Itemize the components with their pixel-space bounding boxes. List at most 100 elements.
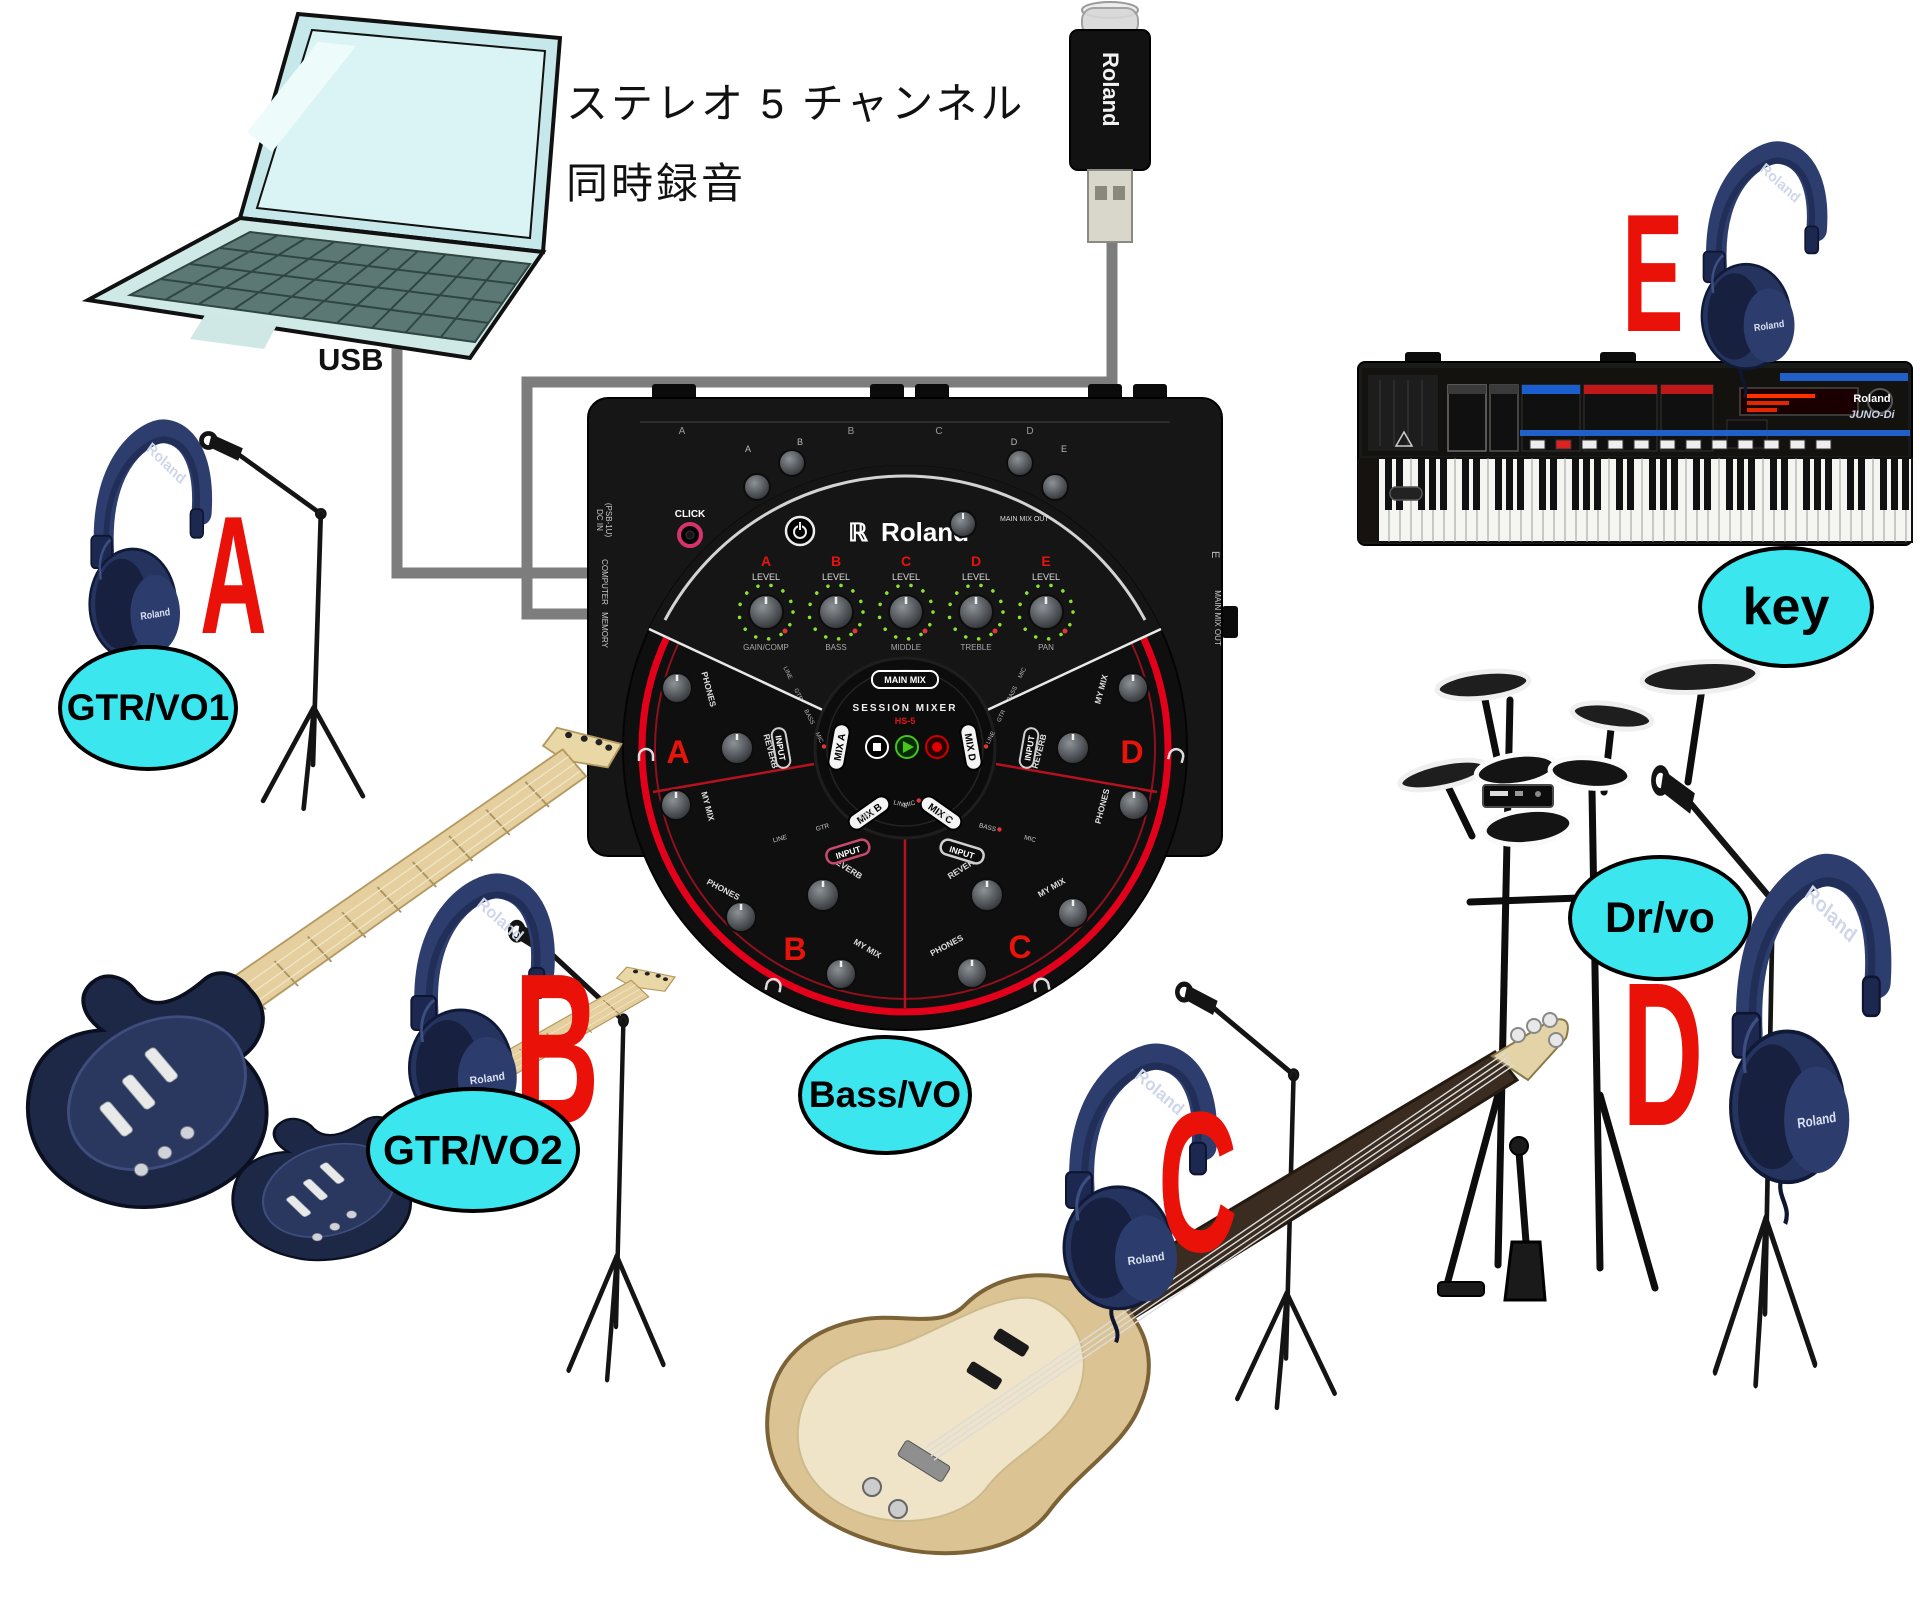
mixer-port-letter-c: C <box>935 426 942 437</box>
line-icon: LINE <box>772 834 788 845</box>
line-icon: LINE <box>781 666 792 681</box>
computer-port-label: COMPUTER <box>600 559 609 605</box>
headphone-icon <box>764 977 782 993</box>
level-knob <box>1017 583 1075 641</box>
level-label: LEVEL <box>892 572 920 582</box>
mixer-section-a: PHONES REVERB MY MIX INPUT LINE GTR BASS… <box>637 666 827 822</box>
mix-a-label: MIX A <box>833 733 849 762</box>
channel-letter: D <box>971 553 981 569</box>
headphone-icon <box>637 747 655 761</box>
channel-letter: A <box>761 553 771 569</box>
dc-in-label: DC IN <box>595 509 604 531</box>
tag-text-a: GTR/VO1 <box>66 687 230 728</box>
piano-keys <box>1385 458 1909 542</box>
pair-label-b: B <box>797 437 803 447</box>
level-label: LEVEL <box>752 572 780 582</box>
mic-icon: MIC <box>814 732 825 745</box>
tag-text-d: Dr/vo <box>1605 893 1715 942</box>
eq-label: MIDDLE <box>891 643 921 652</box>
click-label: CLICK <box>675 509 706 520</box>
main-mix-knob-label: MAIN MIX OUT <box>1000 516 1049 523</box>
eq-label: GAIN/COMP <box>743 643 789 652</box>
section-letter-d: D <box>1120 734 1143 770</box>
level-label: LEVEL <box>822 572 850 582</box>
usb-cables <box>391 240 1118 620</box>
mic-icon: MIC <box>1018 666 1029 679</box>
bass-icon: BASS <box>858 810 877 821</box>
level-knob <box>877 583 935 641</box>
input-label: INPUT <box>773 735 787 763</box>
usb-cable-label: USB <box>318 342 384 377</box>
headphones-d <box>1731 870 1880 1224</box>
line-icon: LINE <box>893 799 909 810</box>
note-line-1: ステレオ 5 チャンネル <box>566 80 1026 127</box>
cymbal-pad <box>1639 658 1761 696</box>
mic-icon: MIC <box>903 800 917 810</box>
headphones-e <box>1702 153 1818 398</box>
eq-label: PAN <box>1038 643 1054 652</box>
input-label: INPUT <box>1022 734 1036 762</box>
guitar-icon: GTR <box>792 688 803 703</box>
mixer-port-letter-a: A <box>679 426 686 437</box>
roland-logo-icon: ℝ <box>848 519 869 547</box>
session-mixer: A B C D E DC IN (PSB-1U) COMPUTER MEMORY… <box>587 384 1238 1031</box>
hihat-pedal <box>1437 1281 1485 1297</box>
memory-usb-cable <box>521 240 1118 620</box>
usb-stick-brand-text: Roland <box>1098 52 1123 127</box>
channel-letter: B <box>831 553 841 569</box>
eq-label: TREBLE <box>960 643 991 652</box>
main-mix-label: MAIN MIX <box>884 675 926 685</box>
tag-text-e: key <box>1742 578 1830 636</box>
cymbal-pad <box>1434 668 1532 702</box>
line-icon: LINE <box>986 731 997 746</box>
section-letter-c: C <box>1008 929 1031 965</box>
pair-mix-knobs: A B D E <box>743 437 1069 501</box>
model-label: HS-5 <box>895 716 916 726</box>
section-letter-a: A <box>666 734 689 770</box>
mic-icon: MIC <box>1023 834 1037 844</box>
mix-d-label: MIX D <box>962 733 978 762</box>
tag-oval-a: GTR/VO1 <box>58 645 238 771</box>
tag-oval-b: GTR/VO2 <box>366 1087 580 1213</box>
guitar-icon: GTR <box>935 811 950 821</box>
headphone-icon <box>1033 977 1051 993</box>
station-letter-d: D <box>1622 940 1704 1169</box>
bass-icon: BASS <box>978 822 997 833</box>
keyboard-model-text: JUNO-Di <box>1849 409 1895 421</box>
pair-label-a: A <box>745 444 751 454</box>
channel-strips: A B C D E LEVEL LEVEL LEVEL LEVEL LEVEL <box>737 553 1075 652</box>
keyboard-brand-text: Roland <box>1853 393 1890 405</box>
v-drums <box>1397 658 1761 1302</box>
cymbal-pad <box>1569 700 1655 732</box>
laptop <box>81 11 563 361</box>
snare-pad <box>1481 806 1575 848</box>
pair-label-e: E <box>1061 444 1067 454</box>
level-knob <box>947 583 1005 641</box>
tag-oval-e: key <box>1698 546 1874 668</box>
channel-letter: C <box>901 553 911 569</box>
dc-in-model-label: (PSB-1U) <box>604 503 613 538</box>
mixer-hub: MAIN MIX SESSION MIXER HS-5 MIX A MIX B … <box>813 656 997 840</box>
mixer-port-letter-e: E <box>1209 551 1221 558</box>
eq-label: BASS <box>825 643 846 652</box>
section-letter-b: B <box>783 931 806 967</box>
station-letter-a: A <box>200 481 267 669</box>
guitar-icon: GTR <box>996 709 1007 724</box>
memory-port-label: MEMORY <box>600 612 609 649</box>
juno-keyboard: Roland JUNO-Di <box>1357 352 1913 546</box>
station-letter-c: C <box>1158 1071 1238 1294</box>
usb-memory-stick: Roland <box>1069 1 1151 243</box>
pair-label-d: D <box>1011 437 1018 447</box>
tag-oval-c: Bass/VO <box>798 1035 972 1155</box>
tag-text-c: Bass/VO <box>808 1074 962 1115</box>
kick-pedal <box>1503 1240 1547 1302</box>
level-knob <box>807 583 865 641</box>
pitch-bend-lever <box>1389 486 1423 501</box>
note-line-2: 同時録音 <box>566 160 747 207</box>
guitar-icon: GTR <box>815 823 830 833</box>
level-label: LEVEL <box>1032 572 1060 582</box>
bass-guitar <box>765 1012 1569 1556</box>
level-knob <box>737 583 795 641</box>
mixer-port-letter-b: B <box>848 426 855 437</box>
